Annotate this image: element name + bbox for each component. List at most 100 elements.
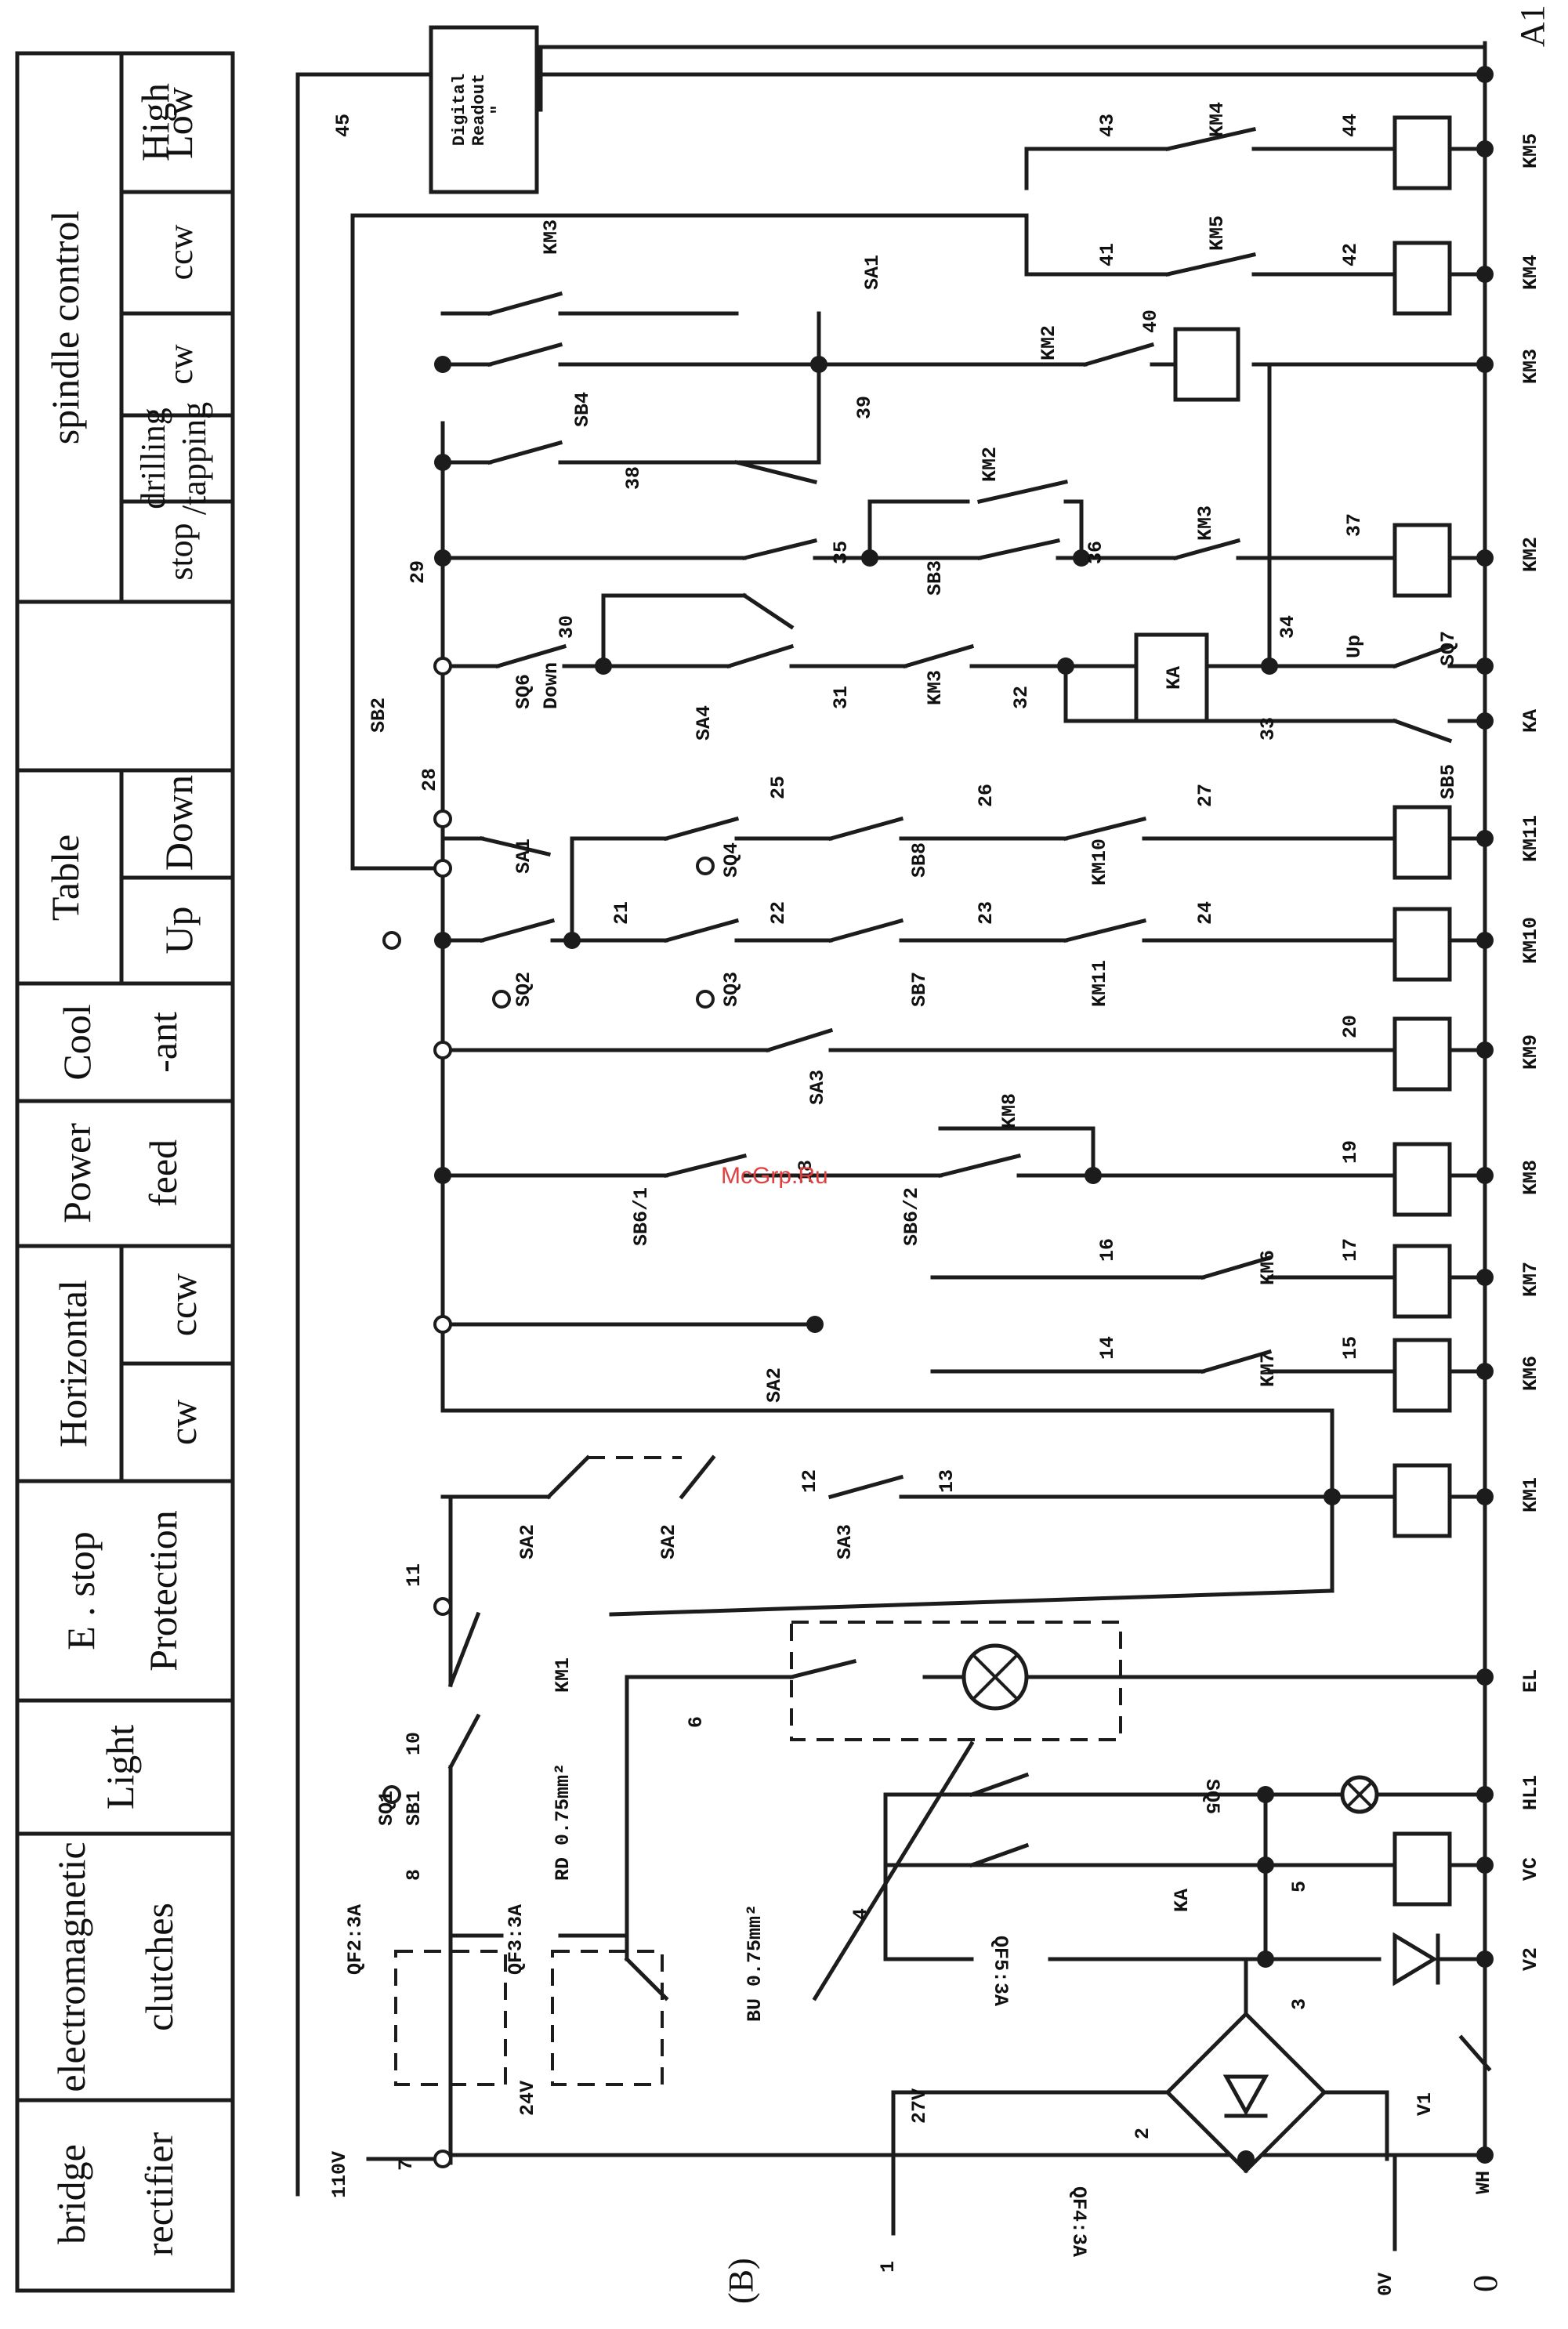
wire-32: 32	[1010, 686, 1033, 709]
wire-22: 22	[767, 901, 790, 925]
contact-km6: KM6	[1257, 1250, 1280, 1285]
wire-42: 42	[1339, 243, 1362, 266]
contact-sa3-b: SA3	[806, 1070, 829, 1105]
header-estop: E . stop	[59, 1531, 103, 1650]
contact-km2-a: KM2	[979, 447, 1001, 482]
wire-27: 27	[1194, 784, 1217, 807]
header-tapping: /tapping	[175, 402, 213, 515]
switch-contacts	[447, 127, 1492, 2072]
control-rungs	[350, 147, 1487, 2251]
header-ant: -ant	[141, 1012, 185, 1073]
digital-readout-box: Digital Readout "	[429, 25, 539, 194]
digital-readout-label-3: "	[489, 104, 509, 114]
contact-km5: KM5	[1206, 216, 1229, 251]
digital-readout-label-2: Readout	[469, 74, 489, 146]
wire-3: 3	[1288, 1998, 1311, 2010]
coil-km8-label: KM8	[1519, 1160, 1542, 1195]
header-bridge-rectifier-2: rectifier	[137, 2132, 181, 2257]
wire-21: 21	[610, 901, 633, 925]
wire-20: 20	[1339, 1015, 1362, 1038]
wire-38: 38	[622, 466, 645, 490]
contact-down: Down	[540, 662, 563, 709]
coil-hl1-label: HL1	[1519, 1775, 1542, 1810]
wire-12: 12	[798, 1469, 821, 1493]
header-horizontal-ccw: ccw	[161, 1273, 205, 1337]
contact-sb2: SB2	[368, 697, 390, 733]
contact-sa2-c: SA2	[763, 1367, 786, 1403]
coil-km7-label: KM7	[1519, 1262, 1542, 1297]
contact-km7: KM7	[1257, 1352, 1280, 1387]
wire-8: 8	[403, 1869, 425, 1881]
coil-km4-label: KM4	[1519, 255, 1542, 290]
header-spindle-high: High	[133, 83, 177, 161]
contact-km11: KM11	[1088, 960, 1111, 1007]
contact-sb6-1: SB6/1	[630, 1187, 653, 1246]
wire-23: 23	[975, 901, 998, 925]
contact-km4: KM4	[1206, 102, 1229, 137]
wire-44: 44	[1339, 114, 1362, 137]
wire-2: 2	[1132, 2128, 1154, 2139]
wire-28: 28	[418, 768, 441, 791]
header-horizontal-cw: cw	[161, 1400, 205, 1445]
coil-km2-label: KM2	[1519, 537, 1542, 572]
contact-sb7: SB7	[908, 972, 931, 1007]
contact-sb6-2: SB6/2	[900, 1187, 923, 1246]
wire-43: 43	[1096, 114, 1119, 137]
wire-17: 17	[1339, 1238, 1362, 1262]
contact-km3-b: KM3	[1194, 505, 1217, 541]
contact-sb1: SB1	[403, 1791, 425, 1826]
contact-ka: KA	[1171, 1889, 1193, 1912]
breaker-qf4-label: QF4:3A	[1067, 2186, 1090, 2257]
wire-4: 4	[849, 1908, 872, 1920]
wire-26: 26	[975, 784, 998, 807]
wire-37: 37	[1343, 513, 1366, 537]
wire-6: 6	[685, 1716, 708, 1728]
coil-km1-label: KM1	[1519, 1477, 1542, 1512]
coil-vc-label: VC	[1519, 1857, 1542, 1881]
contact-sa4: SA4	[693, 705, 715, 741]
coil-v2-label: V2	[1519, 1947, 1542, 1971]
header-em-clutches-2: clutches	[137, 1903, 181, 2031]
header-em-clutches-1: electromagnetic	[49, 1842, 93, 2092]
supply-one-label: 1	[877, 2261, 900, 2273]
coil-km3-label: KM3	[1519, 349, 1542, 384]
header-table-up: Up	[157, 906, 201, 954]
header-spindle-stop: stop	[161, 523, 200, 580]
contact-sq7: SQ7	[1437, 631, 1460, 666]
contact-km10: KM10	[1088, 839, 1111, 886]
contact-sb3: SB3	[924, 560, 947, 596]
contact-sa3-a: SA3	[834, 1524, 856, 1559]
contact-km8: KM8	[998, 1093, 1021, 1128]
digital-readout-label-1: Digital	[450, 74, 469, 146]
wire-29: 29	[407, 560, 429, 584]
wire-14: 14	[1096, 1336, 1119, 1360]
breaker-qf5-label: QF5:3A	[989, 1936, 1012, 2006]
header-spindle-cw: cw	[161, 344, 200, 385]
coil-km9-label: KM9	[1519, 1034, 1542, 1070]
coil-km6-label: KM6	[1519, 1356, 1542, 1391]
junction-dots	[382, 66, 1494, 2168]
wire-35: 35	[830, 541, 853, 564]
wire-31: 31	[830, 686, 853, 709]
wire-19: 19	[1339, 1140, 1362, 1164]
coil-km10-label: KM10	[1519, 917, 1542, 964]
contact-sq4: SQ4	[720, 842, 743, 878]
wire-11: 11	[403, 1563, 425, 1587]
header-spindle-ccw: ccw	[161, 224, 200, 280]
wire-33: 33	[1257, 717, 1280, 741]
wire-10: 10	[403, 1732, 425, 1755]
wire-41: 41	[1096, 243, 1119, 266]
wire-16: 16	[1096, 1238, 1119, 1262]
supply-0v-label: 0V	[1374, 2273, 1397, 2296]
header-spindle-control: spindle control	[43, 211, 87, 445]
wire-18: 18	[795, 1160, 817, 1183]
header-table-down: Down	[157, 775, 201, 871]
header-horizontal: Horizontal	[51, 1280, 95, 1447]
coil-km11-label: KM11	[1519, 815, 1542, 862]
contact-km3-c: KM3	[540, 219, 563, 255]
supply-110v-label: 110V	[328, 2151, 351, 2198]
contact-sq6: SQ6	[512, 674, 535, 709]
wire-5: 5	[1288, 1881, 1311, 1893]
